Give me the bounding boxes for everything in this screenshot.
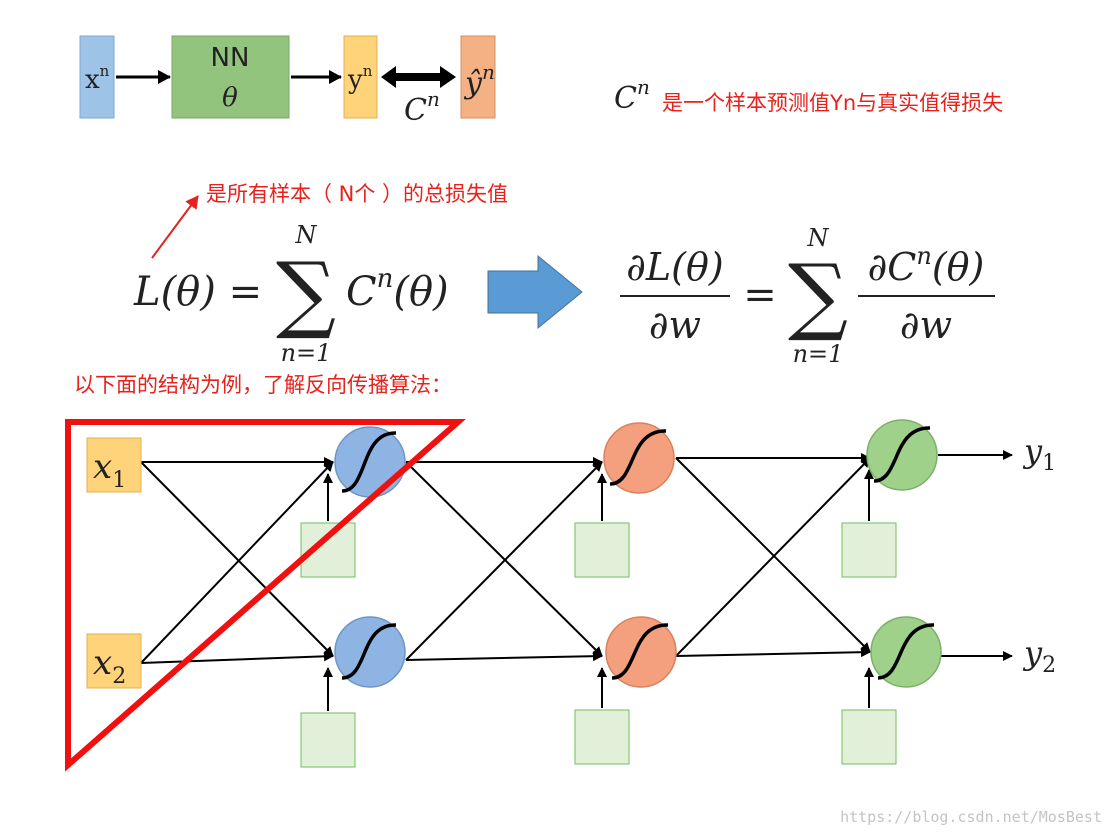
total-loss-annotation: 是所有样本（ N个 ）的总损失值 <box>151 182 508 259</box>
target-label: ŷ <box>463 66 483 101</box>
cn-annotation: Cn 是一个样本预测值Yn与真实值得损失 <box>614 75 1003 116</box>
nn-box <box>171 35 290 119</box>
nn-param: θ <box>222 83 238 113</box>
example-note: 以下面的结构为例，了解反向传播算法： <box>74 373 452 397</box>
implies-arrow <box>487 254 583 330</box>
sigmoid-icon <box>873 426 931 483</box>
bias-box <box>574 709 630 765</box>
svg-text:x1: x1 <box>93 447 126 493</box>
neuron-l2-top <box>603 422 675 494</box>
neuron-l2-bottom <box>605 616 677 688</box>
output-y2-sub: 2 <box>1042 653 1056 678</box>
red-pointer-arrow <box>151 195 199 259</box>
connections <box>140 450 1013 711</box>
bias-box <box>841 522 897 578</box>
input-x2-sub: 2 <box>112 664 126 689</box>
output-sup: n <box>363 62 373 80</box>
eq-sum-symbol: ∑ <box>276 244 336 342</box>
highlight-triangle <box>65 419 466 772</box>
neuron-l3-top <box>866 419 938 491</box>
input-x1-sub: 1 <box>112 468 126 493</box>
neuron-l1-bottom <box>334 616 406 688</box>
pipeline: xn NN θ yn Cn ŷn <box>79 35 496 128</box>
eq-deriv-num: ∂L(θ) <box>626 245 723 289</box>
eq-summand-sup: n <box>377 264 394 294</box>
neuron-l1-top <box>334 426 406 498</box>
svg-text:Cn: Cn <box>404 87 440 128</box>
input-x1-box <box>86 437 142 493</box>
eq-sum-top: N <box>295 221 318 249</box>
svg-text:Cn: Cn <box>614 75 650 116</box>
loss-equation: L(θ) = N ∑ n=1 Cn(θ) <box>133 221 449 367</box>
svg-text:yn: yn <box>347 62 373 95</box>
neuron-l3-bottom <box>870 616 942 688</box>
sigmoid-icon <box>341 431 397 493</box>
svg-text:xn: xn <box>85 62 110 95</box>
cn-symbol: C <box>614 81 637 116</box>
svg-text:ŷn: ŷn <box>463 60 495 101</box>
svg-text:y1: y1 <box>1022 432 1056 476</box>
eq-lhs: L(θ) = <box>133 269 262 315</box>
pipeline-loss-sup: n <box>427 87 440 111</box>
eq-deriv-den: ∂w <box>649 303 701 347</box>
bias-box <box>841 709 897 765</box>
eq-summand-arg: (θ) <box>393 269 448 315</box>
output-y2-name: y <box>1022 634 1043 672</box>
eq-rhs-num-sup: n <box>916 242 931 270</box>
input-x2-box <box>86 633 142 689</box>
eq-sum-bottom: n=1 <box>281 339 332 367</box>
output-y1-sub: 1 <box>1042 451 1056 476</box>
loss-double-arrow <box>381 66 456 88</box>
svg-text:y2: y2 <box>1022 634 1056 678</box>
input-box <box>79 35 115 119</box>
bias-box <box>300 712 356 768</box>
pipeline-loss-label: C <box>404 93 427 128</box>
eq-sum-symbol-2: ∑ <box>788 246 848 344</box>
input-x2-name: x <box>93 643 112 683</box>
svg-text:∂Cn(θ): ∂Cn(θ) <box>868 242 985 289</box>
nn-label: NN <box>211 43 250 73</box>
target-box <box>460 35 496 119</box>
sigmoid-icon <box>611 623 669 680</box>
cn-sup: n <box>637 75 650 99</box>
eq-rhs-num-post: (θ) <box>932 245 985 289</box>
cn-note: 是一个样本预测值Yn与真实值得损失 <box>662 91 1003 115</box>
output-y1-name: y <box>1022 432 1043 470</box>
sigmoid-icon <box>609 429 667 486</box>
eq-summand: C <box>346 269 377 315</box>
network: x1 x2 <box>86 419 1056 768</box>
eq-rhs-num-pre: ∂C <box>868 245 917 289</box>
svg-text:x2: x2 <box>93 643 126 689</box>
bias-box <box>574 522 630 578</box>
gradient-equation: ∂L(θ) ∂w = N ∑ n=1 ∂Cn(θ) ∂w <box>620 224 995 368</box>
svg-text:Cn(θ): Cn(θ) <box>346 264 449 315</box>
target-sup: n <box>482 60 495 84</box>
sigmoid-icon <box>877 623 935 680</box>
eq-sum-top-2: N <box>807 224 830 252</box>
output-label: y <box>347 65 363 95</box>
eq-sum-bottom-2: n=1 <box>793 340 844 368</box>
watermark: https://blog.csdn.net/MosBest <box>840 808 1102 826</box>
eq-rhs-den: ∂w <box>900 303 952 347</box>
output-box <box>343 35 378 119</box>
sigmoid-icon <box>341 623 397 680</box>
input-label: x <box>85 65 100 95</box>
input-sup: n <box>100 62 110 80</box>
total-loss-note: 是所有样本（ N个 ）的总损失值 <box>206 182 508 206</box>
input-x1-name: x <box>93 447 112 487</box>
eq-equals: = <box>743 272 777 318</box>
